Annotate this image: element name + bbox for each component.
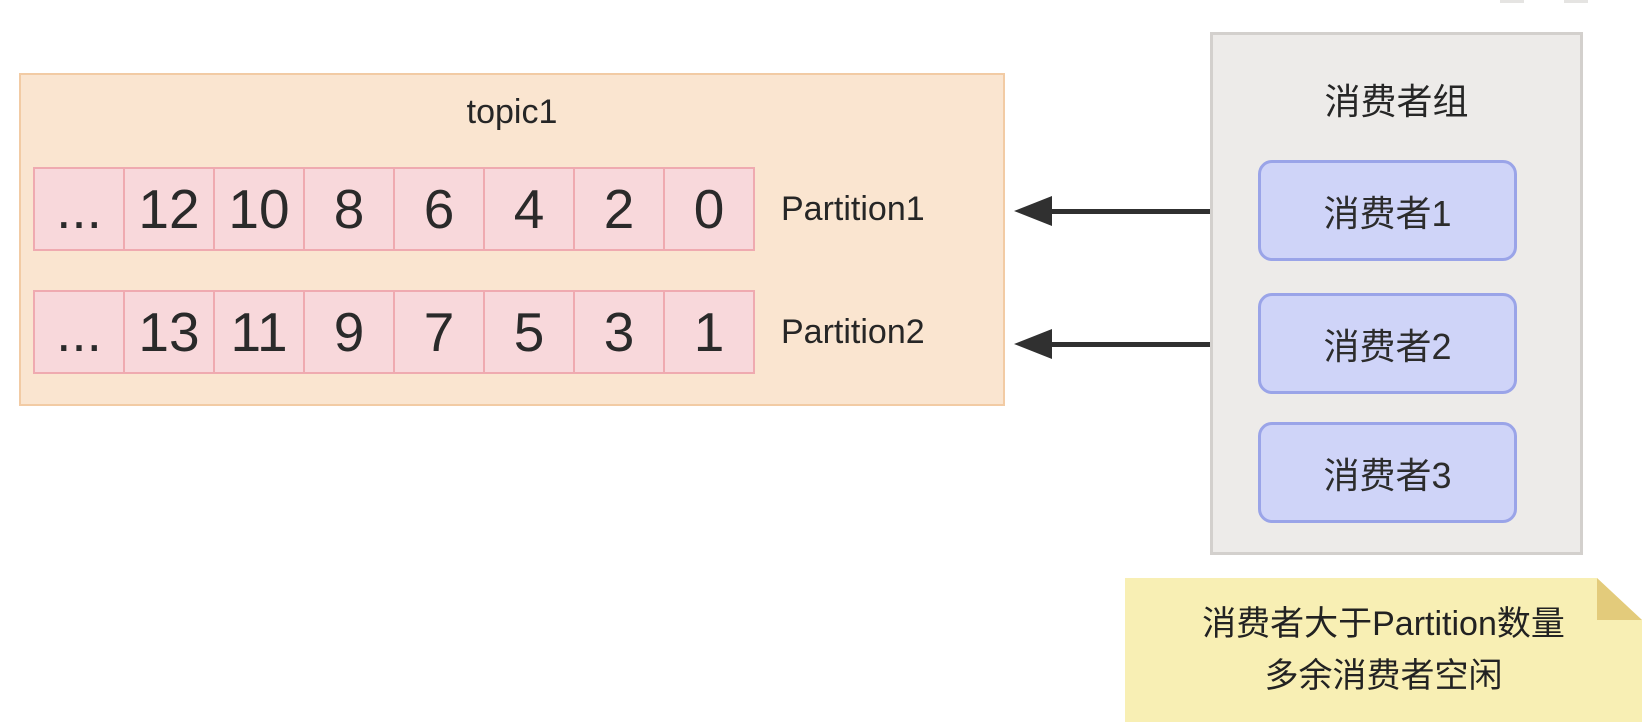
note-folded-corner <box>1597 578 1642 620</box>
sticky-note-line1: 消费者大于Partition数量 <box>1202 605 1565 643</box>
partition2-cell: 3 <box>573 290 665 374</box>
partition1-cell: ... <box>33 167 125 251</box>
arrow-consumer1-partition1 <box>1044 209 1258 214</box>
partition2-cell: 11 <box>213 290 305 374</box>
sticky-note-line2: 多余消费者空闲 <box>1264 657 1503 695</box>
partition2-cell: ... <box>33 290 125 374</box>
partition2-cell: 7 <box>393 290 485 374</box>
consumer1-box: 消费者1 <box>1258 160 1517 261</box>
cropped-shape-artifact <box>1500 0 1524 3</box>
topic-box: topic1 ... 12 10 8 6 4 2 0 Partition1 ..… <box>19 73 1005 406</box>
partition2-cell: 9 <box>303 290 395 374</box>
arrow-consumer2-partition2 <box>1044 342 1258 347</box>
consumer3-box: 消费者3 <box>1258 422 1517 523</box>
cropped-shape-artifact <box>1564 0 1588 3</box>
consumer-group-title: 消费者组 <box>1324 81 1469 122</box>
partition1-cell: 8 <box>303 167 395 251</box>
partition1-row: ... 12 10 8 6 4 2 0 Partition1 <box>33 167 925 251</box>
partition1-cell: 6 <box>393 167 485 251</box>
partition1-cell: 10 <box>213 167 305 251</box>
partition1-cell: 4 <box>483 167 575 251</box>
topic-title: topic1 <box>466 93 558 131</box>
partition2-cell: 1 <box>663 290 755 374</box>
partition2-row: ... 13 11 9 7 5 3 1 Partition2 <box>33 290 925 374</box>
partition2-cell: 5 <box>483 290 575 374</box>
sticky-note-text: 消费者大于Partition数量 多余消费者空闲 <box>1125 598 1642 702</box>
consumer2-box: 消费者2 <box>1258 293 1517 394</box>
partition1-label: Partition1 <box>781 189 925 228</box>
partition1-cell: 0 <box>663 167 755 251</box>
consumer-group-box: 消费者组 消费者1 消费者2 消费者3 <box>1210 32 1583 555</box>
partition2-cell: 13 <box>123 290 215 374</box>
partition1-cell: 2 <box>573 167 665 251</box>
partition1-cell: 12 <box>123 167 215 251</box>
sticky-note: 消费者大于Partition数量 多余消费者空闲 <box>1125 578 1642 722</box>
partition2-label: Partition2 <box>781 312 925 351</box>
